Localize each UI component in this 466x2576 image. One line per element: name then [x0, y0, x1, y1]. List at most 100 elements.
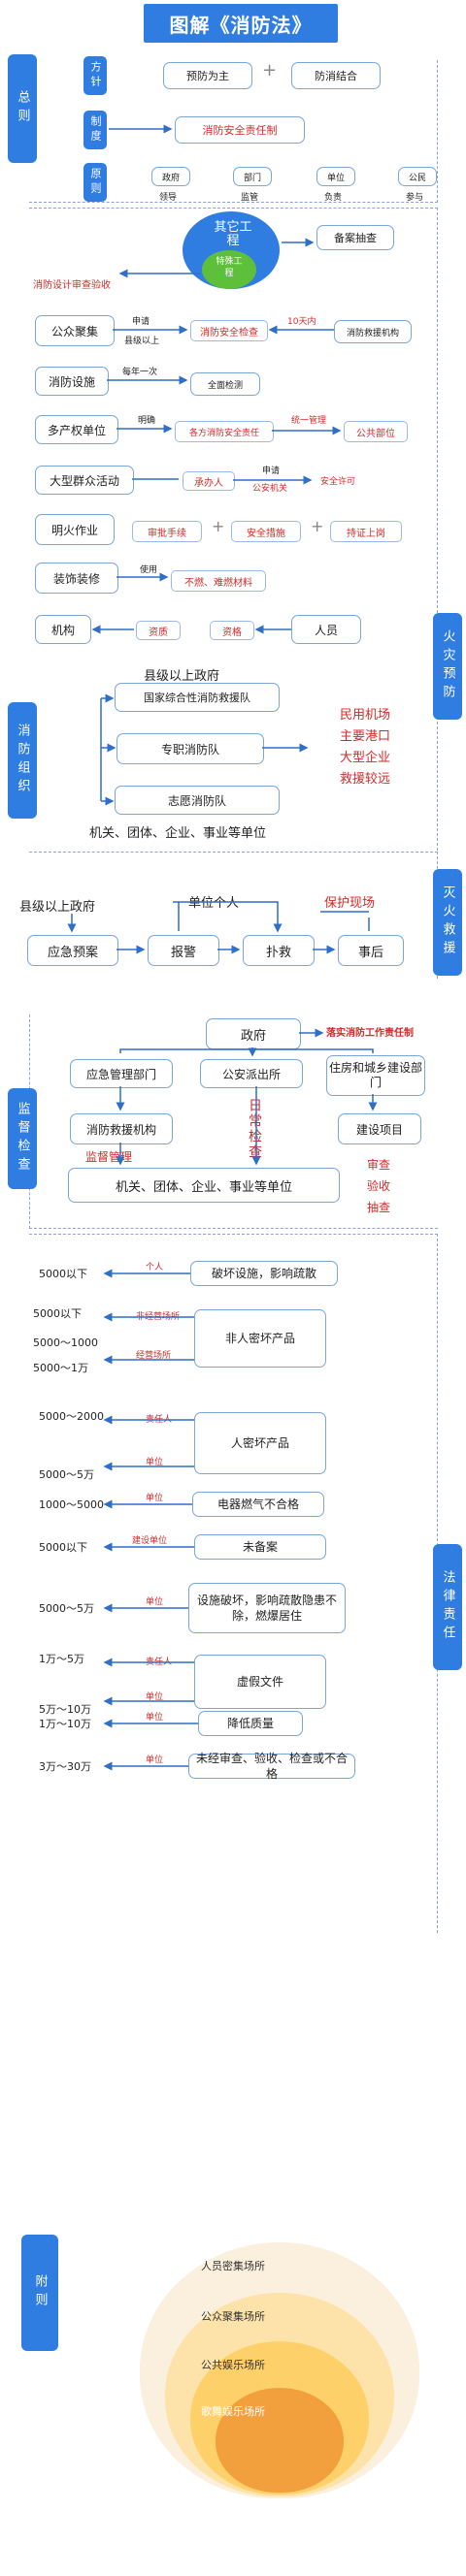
ring-label-1: 公众聚集场所	[201, 2310, 265, 2323]
plus-1: +	[212, 517, 225, 535]
ring-label-0: 人员密集场所	[201, 2260, 265, 2272]
personnel: 人员	[291, 615, 361, 644]
police-station: 公安派出所	[200, 1059, 303, 1088]
daily-check: 日常检查	[247, 1098, 262, 1160]
implement-responsibility: 落实消防工作责任制	[326, 1028, 414, 1039]
tag-6-1: 单位	[146, 1692, 164, 1702]
fine-4-0: 5000以下	[39, 1541, 87, 1554]
tag-3-0: 单位	[146, 1494, 164, 1503]
review-item-0: 审查	[367, 1158, 391, 1172]
open-fire-work: 明火作业	[35, 514, 115, 545]
section-appendix: 附则	[21, 2235, 58, 2351]
unified-management: 统一管理	[291, 416, 327, 426]
ring-label-2: 公共娱乐场所	[201, 2359, 265, 2371]
principle-label: 原则	[83, 163, 107, 202]
section-prevention: 火灾预防	[433, 613, 462, 720]
safety-permit: 安全许可	[320, 477, 356, 487]
fire-facility: 消防设施	[35, 367, 109, 396]
rescue-agency: 消防救援机构	[334, 320, 412, 343]
liability-item-3: 电器燃气不合格	[192, 1492, 324, 1517]
principle-top-2: 单位	[316, 167, 355, 186]
fine-2-0: 5000～2000	[39, 1410, 104, 1423]
fine-7-0: 1万～10万	[39, 1718, 91, 1730]
ring-3	[216, 2388, 344, 2493]
policy-label: 方针	[83, 56, 107, 95]
safety-check: 消防安全检查	[190, 320, 268, 341]
section-supervision: 监督检查	[8, 1088, 37, 1189]
each-party-responsibility: 各方消防安全责任	[175, 421, 274, 442]
place-0: 民用机场	[340, 708, 391, 723]
use-label: 使用	[140, 565, 158, 575]
public-part: 公共部位	[344, 421, 408, 442]
plus-sign: +	[262, 60, 278, 80]
fine-1-1: 5000～1000	[33, 1336, 98, 1349]
section-liability: 法律责任	[433, 1544, 462, 1670]
org-bottom: 机关、团体、企业、事业等单位	[89, 826, 267, 841]
special-project-circle	[202, 250, 256, 289]
other-project-label: 其它工程	[214, 220, 252, 248]
volunteer-team: 志愿消防队	[115, 786, 280, 815]
tag-5-0: 单位	[146, 1597, 164, 1607]
liability-item-8: 未经审查、验收、检查或不合格	[188, 1752, 355, 1781]
safety-measures: 安全措施	[231, 521, 301, 542]
police-org: 公安机关	[252, 484, 288, 494]
rescue-gov: 县级以上政府	[19, 900, 96, 915]
section-general: 总则	[8, 54, 37, 163]
section-organization: 消防组织	[8, 702, 37, 819]
approval-procedure: 审批手续	[132, 521, 202, 542]
review-item-2: 抽查	[367, 1201, 391, 1214]
review-item-1: 验收	[367, 1179, 391, 1193]
place-1: 主要港口	[340, 729, 391, 744]
liability-item-1: 非人密坏产品	[194, 1309, 326, 1368]
tag-2-1: 单位	[146, 1458, 164, 1467]
competence: 资格	[210, 621, 254, 640]
principle-bottom-2: 负责	[324, 193, 343, 203]
supervision-units: 机关、团体、企业、事业等单位	[68, 1168, 340, 1203]
apply-label: 申请	[132, 317, 150, 327]
national-rescue-team: 国家综合性消防救援队	[115, 683, 280, 712]
decoration: 装饰装修	[35, 563, 118, 594]
liability-item-6: 虚假文件	[194, 1655, 326, 1709]
ten-days: 10天内	[287, 317, 316, 327]
yearly-label: 每年一次	[122, 368, 158, 377]
clarify-label: 明确	[138, 416, 156, 426]
liability-item-4: 未备案	[194, 1534, 326, 1560]
fine-8-0: 3万～30万	[39, 1760, 91, 1773]
general-frame	[29, 60, 438, 203]
fine-6-1: 5万～10万	[39, 1703, 91, 1716]
county-above-label: 县级以上	[124, 337, 160, 346]
principle-top-1: 部门	[233, 167, 272, 186]
plus-2: +	[311, 517, 324, 535]
unit-person: 单位个人	[188, 896, 240, 911]
firefight: 扑救	[243, 935, 315, 966]
construction-project: 建设项目	[338, 1113, 421, 1144]
section-rescue: 灭火救援	[433, 869, 462, 976]
org-gov: 县级以上政府	[144, 669, 220, 684]
alarm: 报警	[148, 935, 219, 966]
liability-item-0: 破坏设施，影响疏散	[190, 1261, 338, 1286]
housing-dept: 住房和城乡建设部门	[326, 1055, 425, 1096]
qualification: 资质	[136, 621, 181, 640]
nonflammable-material: 不燃、难燃材料	[171, 570, 266, 592]
fine-6-0: 1万～5万	[39, 1653, 84, 1665]
aftermath: 事后	[338, 935, 404, 966]
liability-item-7: 降低质量	[198, 1711, 303, 1736]
institution: 机构	[35, 615, 91, 644]
full-inspection: 全面检测	[190, 372, 260, 396]
special-project-label: 特殊工程	[216, 257, 243, 278]
tag-7-0: 单位	[146, 1713, 164, 1723]
principle-top-0: 政府	[151, 167, 190, 186]
policy-prevention-first: 预防为主	[163, 62, 252, 89]
emergency-plan: 应急预案	[27, 935, 118, 966]
fine-2-1: 5000～5万	[39, 1468, 94, 1481]
fine-1-2: 5000～1万	[33, 1362, 88, 1374]
page-title: 图解《消防法》	[144, 4, 338, 43]
principle-bottom-1: 监管	[241, 193, 259, 203]
tag-8-0: 单位	[146, 1755, 164, 1765]
fine-3-0: 1000～5000	[39, 1498, 104, 1511]
multi-owner-unit: 多产权单位	[35, 415, 118, 444]
policy-combined: 防消结合	[291, 62, 381, 89]
certified-post: 持证上岗	[330, 521, 402, 542]
public-gathering: 公众聚集	[35, 315, 115, 346]
